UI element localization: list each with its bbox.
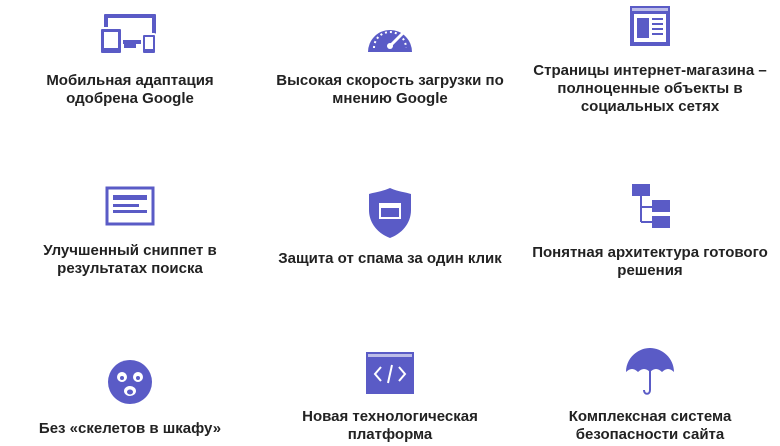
feature-label: Без «скелетов в шкафу»: [38, 420, 222, 437]
feature-label: Защита от спама за один клик: [278, 250, 502, 267]
feature-snippet: Улучшенный сниппет в результатах поиска: [0, 186, 260, 278]
feature-architecture: Понятная архитектура готового решения: [520, 182, 780, 280]
feature-spam-protection: Защита от спама за один клик: [260, 186, 520, 268]
responsive-devices-icon: [99, 14, 157, 55]
feature-label: Высокая скорость загрузки по мнению Goog…: [276, 72, 504, 107]
umbrella-icon: [626, 348, 674, 395]
feature-label: Мобильная адаптация одобрена Google: [46, 72, 214, 107]
feature-label: Комплексная система безопасности сайта: [568, 408, 732, 443]
feature-security: Комплексная система безопасности сайта: [520, 346, 780, 444]
feature-no-skeletons: Без «скелетов в шкафу»: [0, 358, 260, 438]
feature-mobile-adaptation: Мобильная адаптация одобрена Google: [0, 12, 260, 108]
tree-structure-icon: [632, 184, 670, 228]
feature-social-pages: Страницы интернет-магазина – полноценные…: [520, 4, 780, 116]
speedometer-icon: [368, 30, 412, 52]
surprised-face-icon: [108, 360, 152, 404]
snippet-window-icon: [105, 186, 155, 226]
feature-tech-platform: Новая технологическая платформа: [260, 350, 520, 444]
feature-label: Страницы интернет-магазина – полноценные…: [533, 62, 767, 115]
feature-label: Новая технологическая платформа: [302, 408, 478, 443]
code-window-icon: [366, 352, 414, 394]
feature-label: Понятная архитектура готового решения: [532, 244, 768, 279]
feature-load-speed: Высокая скорость загрузки по мнению Goog…: [260, 14, 520, 108]
feature-label: Улучшенный сниппет в результатах поиска: [43, 242, 217, 277]
webpage-layout-icon: [630, 6, 670, 46]
shield-icon: [369, 188, 411, 238]
